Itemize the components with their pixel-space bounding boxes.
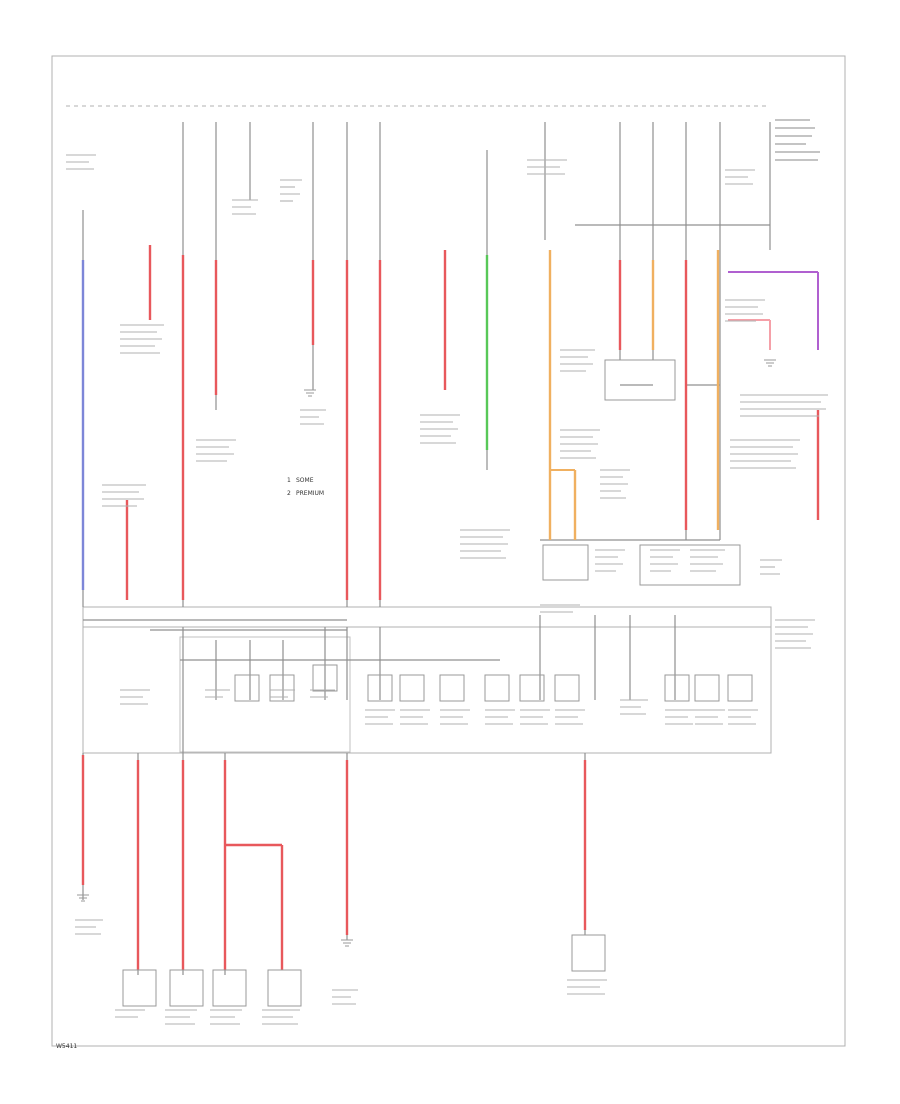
fuse-block-box — [542, 544, 589, 581]
legend-label-1: SOME — [296, 477, 314, 484]
page-ref: W5411 — [56, 1043, 77, 1050]
relay-box-6 — [484, 674, 510, 702]
ground-symbol-2 — [304, 389, 316, 397]
diagram-frame — [51, 55, 846, 1047]
control-module-box — [604, 359, 676, 401]
relay-box-1 — [269, 674, 295, 702]
legend-label-2: PREMIUM — [296, 490, 324, 497]
relay-box-10 — [694, 674, 720, 702]
fuse-box-upper — [82, 606, 772, 628]
ground-symbol-1 — [341, 939, 353, 947]
legend-code-1: 1 — [287, 477, 291, 484]
relay-box-9 — [664, 674, 690, 702]
top-right-note — [775, 119, 820, 161]
relay-box-5 — [439, 674, 465, 702]
legend: 1 SOME 2 PREMIUM — [287, 477, 324, 497]
relay-box-4 — [399, 674, 425, 702]
relay-box-8 — [554, 674, 580, 702]
ground-symbol-0 — [77, 894, 89, 902]
relay-box-11 — [727, 674, 753, 702]
relay-box-0 — [234, 674, 260, 702]
load-device-3 — [267, 969, 302, 1007]
load-device-0 — [122, 969, 157, 1007]
relay-box-7 — [519, 674, 545, 702]
load-device-1 — [169, 969, 204, 1007]
load-device-4 — [571, 934, 606, 972]
ground-symbol-3 — [764, 359, 776, 367]
load-device-2 — [212, 969, 247, 1007]
relay-box-2 — [312, 664, 338, 692]
relay-block-box — [639, 544, 741, 586]
relay-box-3 — [367, 674, 393, 702]
fuse-box-lower — [82, 626, 772, 754]
fuse-subbox-left — [179, 636, 351, 753]
legend-code-2: 2 — [287, 490, 291, 497]
